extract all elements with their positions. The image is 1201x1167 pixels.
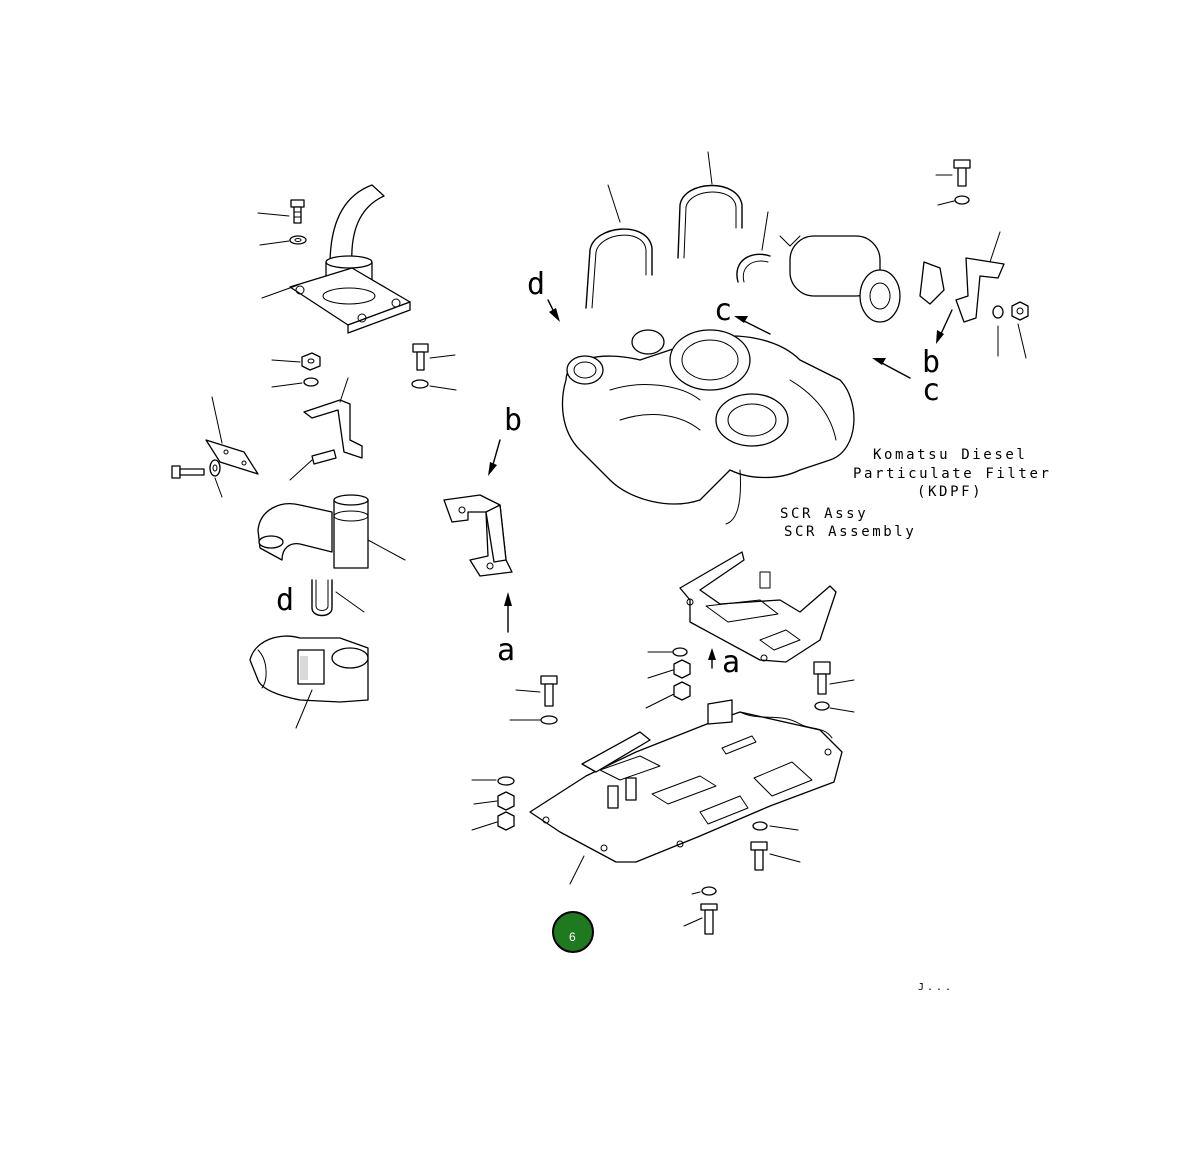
pipe-elbow	[257, 494, 369, 569]
clamp	[736, 253, 771, 283]
bolt	[813, 661, 831, 695]
base-frame	[529, 699, 843, 863]
washer	[672, 647, 688, 657]
washer	[209, 459, 221, 477]
kdpf-note-line1: Komatsu Diesel	[873, 447, 1027, 463]
label-letter-d: d	[276, 583, 294, 618]
support-bracket	[443, 494, 513, 577]
item-badge-label: 6	[569, 930, 576, 944]
label-letter-d: d	[527, 267, 545, 302]
washer	[411, 379, 429, 389]
drawing-code: J...	[918, 982, 954, 993]
label-letter-c: c	[714, 293, 732, 328]
u-bolt	[311, 579, 333, 617]
nut	[673, 681, 691, 701]
washer	[814, 701, 830, 711]
upper-frame	[679, 551, 837, 663]
label-letter-c: c	[922, 373, 940, 408]
nut	[673, 659, 691, 679]
kdpf-note-line3: (KDPF)	[917, 484, 983, 500]
small-bracket	[919, 261, 945, 305]
nut	[497, 791, 515, 811]
nut	[1011, 301, 1029, 321]
item-badge[interactable]: 6	[552, 911, 594, 953]
plate-bracket	[205, 439, 259, 475]
bolt	[700, 903, 718, 935]
item-badge-circle[interactable]	[552, 911, 594, 953]
bolt	[540, 675, 558, 707]
washer	[954, 195, 970, 205]
kdpf-scr-assembly	[561, 329, 855, 525]
pipe-connector	[249, 635, 369, 703]
bolt	[290, 199, 305, 224]
bolt	[171, 465, 205, 479]
washer	[540, 715, 558, 725]
washer	[289, 235, 307, 245]
washer	[701, 886, 717, 896]
mount-bracket	[955, 257, 1005, 323]
u-bolt	[585, 228, 653, 309]
bracket	[303, 399, 363, 465]
kdpf-note-line2: Particulate Filter	[853, 466, 1052, 482]
label-letter-b: b	[504, 403, 522, 438]
washer	[752, 821, 768, 831]
washer	[303, 377, 319, 387]
bolt	[953, 159, 971, 187]
exhaust-elbow-flange	[289, 184, 411, 334]
nut	[497, 811, 515, 831]
scr-note-line2: SCR Assembly	[784, 524, 916, 540]
bolt	[750, 841, 768, 871]
u-bolt	[677, 184, 743, 259]
sensor-tube	[779, 235, 901, 323]
label-letter-b: b	[922, 345, 940, 380]
nut	[301, 352, 321, 371]
label-letter-a: a	[722, 645, 740, 680]
bolt	[412, 343, 429, 371]
scr-note-line1: SCR Assy	[780, 506, 868, 522]
label-letter-a: a	[497, 633, 515, 668]
washer	[992, 305, 1004, 319]
washer	[497, 776, 515, 786]
